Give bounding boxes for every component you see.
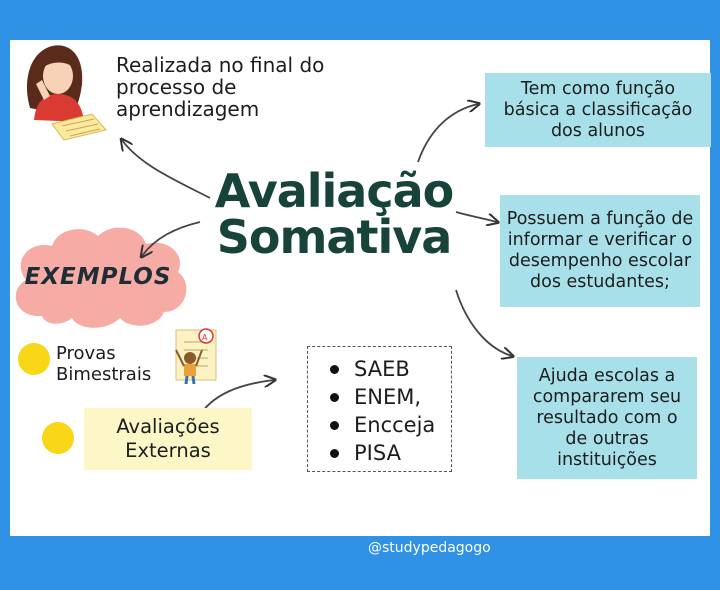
examples-label: EXEMPLOS: [24, 264, 172, 290]
function-text-2: Possuem a função de informar e verificar…: [506, 209, 694, 292]
title-line-1: Avaliação: [214, 164, 454, 218]
arrow-to-function-1: [417, 104, 478, 163]
student-with-test-icon: A: [175, 328, 217, 385]
arrow-to-examples: [142, 221, 201, 256]
svg-text:A: A: [202, 333, 208, 342]
example-item-1-text: Provas Bimestrais: [56, 343, 152, 385]
arrow-to-function-3: [455, 289, 512, 356]
arrow-to-function-2: [455, 211, 497, 222]
function-box-2: Possuem a função de informar e verificar…: [500, 195, 700, 307]
list-item: PISA: [330, 439, 451, 467]
list-item: ENEM,: [330, 383, 451, 411]
function-text-1: Tem como função básica a classificação d…: [503, 78, 693, 141]
title-line-2: Somativa: [216, 210, 453, 264]
bullet-dot-2: [42, 422, 74, 454]
credit-handle: @studypedagogo: [368, 540, 491, 556]
list-item: SAEB: [330, 355, 451, 383]
function-box-1: Tem como função básica a classificação d…: [485, 73, 711, 147]
example-item-1: Provas Bimestrais: [56, 343, 166, 385]
list-item: Encceja: [330, 411, 451, 439]
bullet-dot-1: [18, 343, 50, 375]
external-exams-list: SAEB ENEM, Encceja PISA: [307, 346, 452, 472]
arrow-to-timing: [122, 140, 211, 199]
example-item-2-text: Avaliações Externas: [116, 415, 220, 462]
function-box-3: Ajuda escolas a compararem seu resultado…: [517, 357, 697, 479]
girl-studying-icon: [26, 45, 107, 141]
example-item-2: Avaliações Externas: [84, 408, 252, 470]
timing-text: Realizada no final do processo de aprend…: [116, 53, 325, 121]
page-title: Avaliação Somativa: [204, 168, 464, 260]
function-text-3: Ajuda escolas a compararem seu resultado…: [532, 365, 682, 470]
